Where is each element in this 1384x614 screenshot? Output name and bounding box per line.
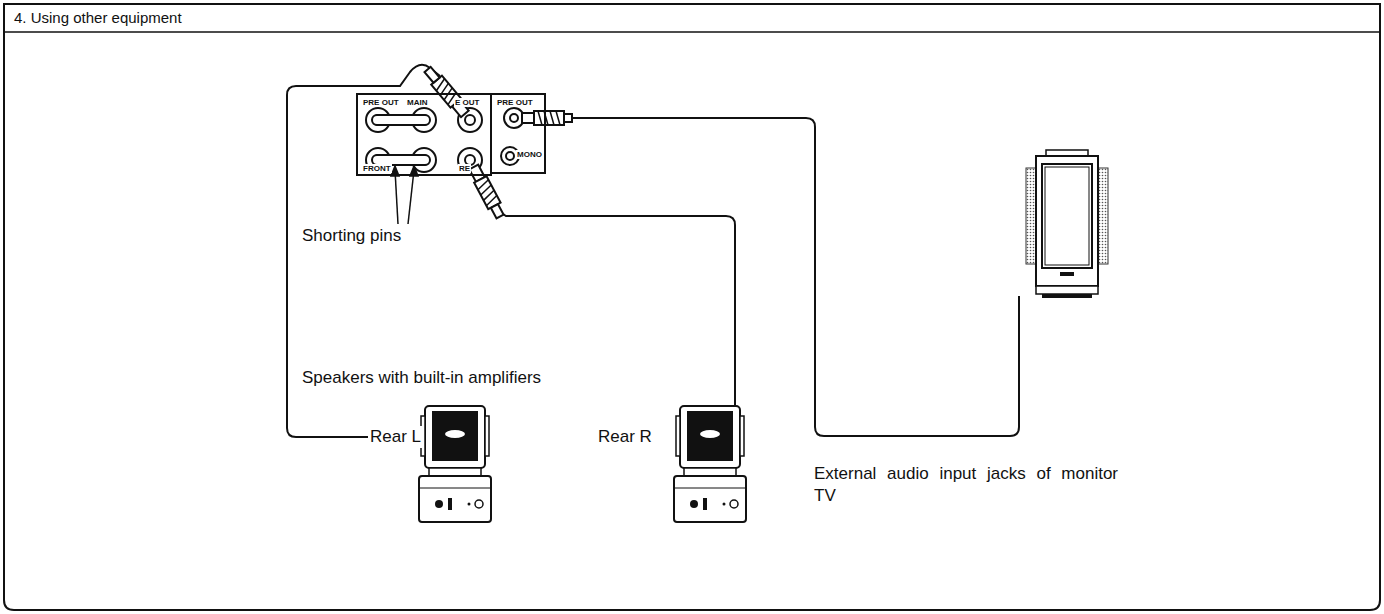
speaker-label: Rear R [596, 426, 654, 448]
jack-label: PRE OUT [496, 98, 534, 107]
speaker-rear-left [419, 406, 491, 522]
jack-label: E OUT [454, 98, 480, 107]
speaker-rear-right [674, 406, 746, 522]
connection-note: External audio input jacks of monitor TV [812, 463, 1146, 507]
part-label: Speakers with built-in amplifiers [300, 367, 543, 389]
plug [422, 65, 572, 220]
cable [287, 65, 1019, 437]
jack-label: MAIN [406, 98, 428, 107]
speaker-label: Rear L [368, 426, 423, 448]
shorting-pin [372, 115, 430, 165]
jack-panel: PRE OUT MONO [490, 93, 546, 174]
jack-label: FRONT [362, 164, 392, 173]
section-title: 4. Using other equipment [14, 9, 182, 27]
part-label: Shorting pins [300, 225, 403, 247]
header-rule [4, 31, 1380, 33]
jack-label: MONO [516, 150, 543, 159]
jack-panel: PRE OUT MAIN E OUT FRONT RE [356, 93, 492, 176]
frame [4, 4, 1380, 610]
monitor-tv [1026, 150, 1108, 298]
jack-label: RE [458, 164, 471, 173]
jacks [366, 108, 524, 172]
jack-label: PRE OUT [362, 98, 400, 107]
